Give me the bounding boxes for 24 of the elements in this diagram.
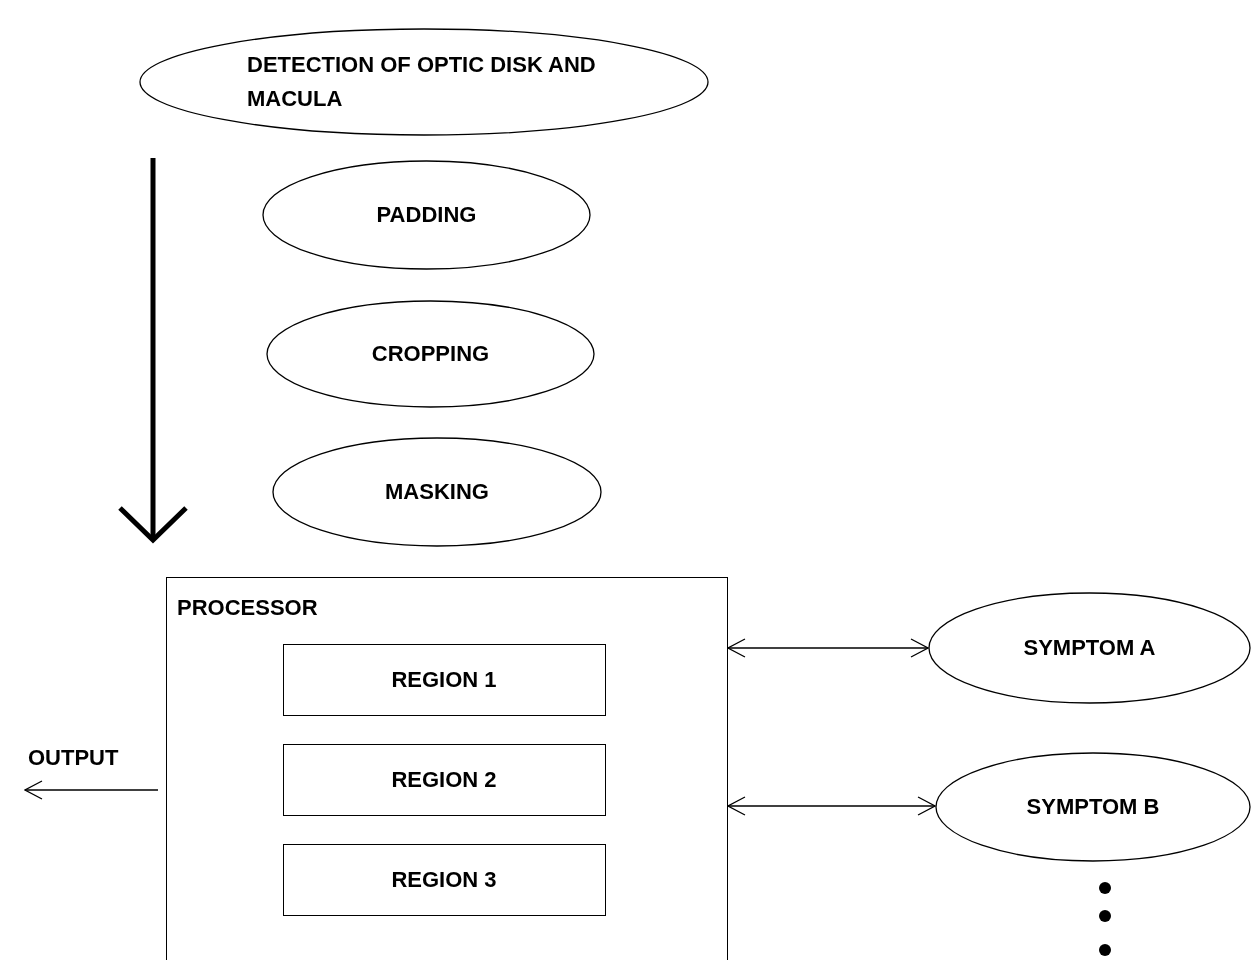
node-label: REGION 1 [390, 665, 498, 694]
node-label: REGION 2 [390, 765, 498, 794]
processor-box [166, 577, 728, 960]
process-box [282, 743, 606, 816]
process-ellipse [272, 437, 602, 547]
process-ellipse [139, 28, 709, 136]
arrow [727, 638, 929, 658]
node-label: PROCESSOR [177, 594, 318, 622]
node-label: MASKING [384, 478, 490, 506]
node-label: CROPPING [370, 340, 491, 368]
process-box [282, 843, 606, 916]
process-ellipse [935, 752, 1251, 862]
process-box [282, 643, 606, 716]
node-label: PADDING [375, 201, 478, 229]
arrow [727, 796, 936, 816]
process-ellipse [262, 160, 591, 270]
node-label: SYMPTOM B [1025, 793, 1161, 821]
node-label: DETECTION OF OPTIC DISK AND MACULA [247, 51, 597, 113]
process-ellipse [928, 592, 1251, 704]
process-ellipse [266, 300, 595, 408]
node-label: REGION 3 [390, 865, 498, 894]
arrow [117, 158, 189, 543]
node-label: SYMPTOM A [1022, 634, 1157, 662]
arrow [24, 780, 159, 800]
